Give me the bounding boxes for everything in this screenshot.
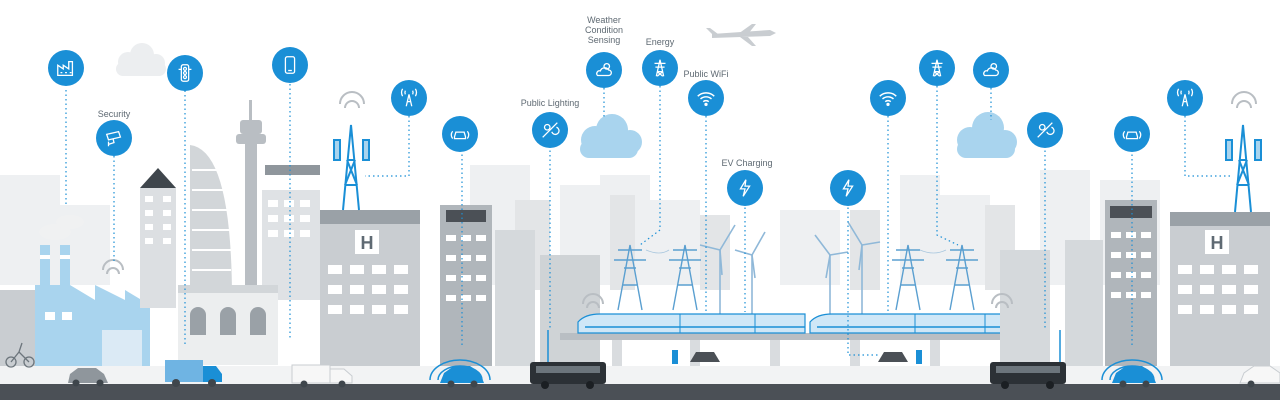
vehicle-sensor-icon (442, 116, 478, 152)
car-blue-right (1112, 366, 1156, 388)
connector-lines (65, 84, 1232, 356)
public-wifi-label: Public WiFi (683, 69, 729, 79)
cloud-right (957, 112, 1017, 158)
ev-charging-icon (727, 170, 763, 206)
cloud-left (580, 114, 642, 158)
weather-label: Weather Condition Sensing (584, 15, 624, 45)
train-right (809, 313, 1036, 334)
car-white-right (1239, 365, 1280, 388)
shop-building (178, 285, 278, 365)
cell-tower-right (1225, 124, 1262, 213)
hospital-sign: H (1211, 233, 1224, 253)
weather-icon (973, 52, 1009, 88)
weather-icon (586, 52, 622, 88)
public-lighting-icon (1027, 112, 1063, 148)
wind-turbines (699, 221, 881, 315)
curved-tower (190, 145, 232, 300)
hospital-left: H (320, 210, 420, 370)
rail-bridge (560, 333, 1050, 340)
security-camera-icon (96, 120, 132, 156)
train-left (577, 313, 806, 334)
energy-pylon-icon (919, 50, 955, 86)
factory-icon (48, 50, 84, 86)
cell-tower-icon (391, 80, 427, 116)
public-lighting-label: Public Lighting (520, 98, 580, 108)
security-label: Security (97, 109, 131, 119)
office-block (262, 165, 320, 300)
apartment-left (440, 205, 492, 370)
ev-charging-icon (830, 170, 866, 206)
hospital-right: H (1170, 212, 1270, 370)
observation-tower (236, 100, 266, 294)
ev-charging-label: EV Charging (721, 158, 773, 168)
cell-tower-left (333, 124, 370, 211)
road (0, 384, 1280, 400)
car-blue-left (440, 366, 484, 388)
truck-blue (165, 360, 222, 387)
wifi-icon (688, 80, 724, 116)
car-grey-left (68, 368, 108, 387)
wifi-icon (870, 80, 906, 116)
ambulance (291, 364, 353, 388)
hospital-sign: H (361, 233, 374, 253)
traffic-light-icon (167, 55, 203, 91)
tower-left (140, 168, 176, 308)
energy-label: Energy (645, 37, 675, 47)
bus-left (530, 362, 606, 389)
vehicle-sensor-icon (1114, 116, 1150, 152)
pylons-center (614, 244, 978, 311)
apartment-right (1105, 200, 1157, 370)
cell-tower-icon (1167, 80, 1203, 116)
airplane (706, 24, 776, 46)
smartphone-icon (272, 47, 308, 83)
bus-right (990, 362, 1066, 389)
cyclist (5, 342, 35, 368)
factory (35, 215, 150, 370)
energy-pylon-icon (642, 50, 678, 86)
public-lighting-icon (532, 112, 568, 148)
